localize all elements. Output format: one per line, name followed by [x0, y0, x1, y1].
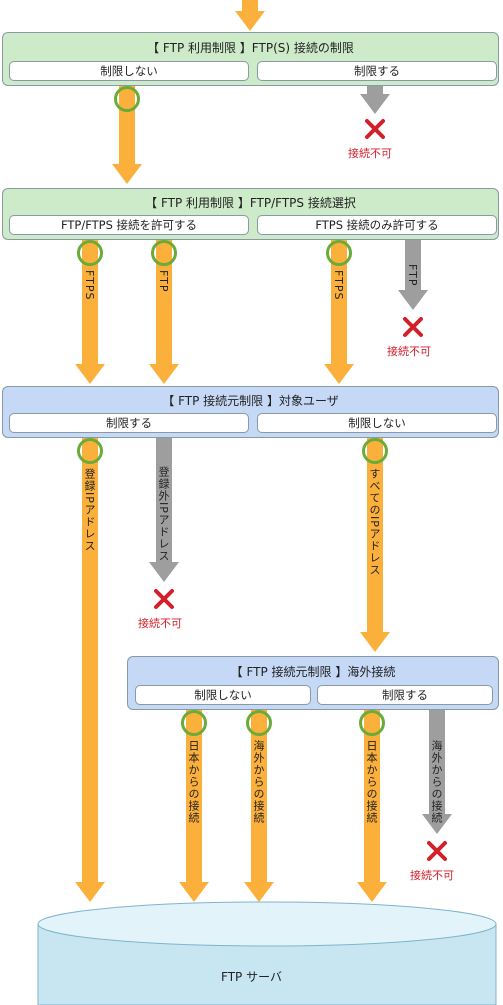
overseas-arrow-shaft: [251, 710, 267, 882]
unregistered-ip-arrow-shaft: [156, 438, 172, 562]
entry-arrow-shaft: [242, 0, 258, 12]
unregistered-ip-label: 登録外IPアドレス: [157, 466, 170, 562]
overseas-label: 海外からの接続: [430, 740, 443, 824]
deny-x-icon: [427, 841, 447, 861]
ftp-arrow-head: [149, 364, 179, 384]
ftp-server-cylinder: [37, 901, 497, 1005]
panel-ftp-usage-restriction: 【 FTP 利用制限 】FTP(S) 接続の制限 制限しない 制限する: [2, 32, 499, 86]
panel-title: 【 FTP 利用制限 】FTP/FTPS 接続選択: [145, 196, 356, 210]
ftps-arrow-shaft: [82, 240, 98, 364]
ftps-only-arrow-head: [324, 364, 354, 384]
overseas-arrow-head: [244, 882, 274, 902]
japan-restrict-arrow-shaft: [364, 710, 380, 882]
registered-ip-label: 登録IPアドレス: [83, 468, 96, 552]
japan-label: 日本からの接続: [187, 740, 200, 824]
registered-ip-arrow-head: [75, 882, 105, 902]
overseas-deny-arrow-head: [422, 814, 452, 834]
option-restrict: 制限する: [317, 685, 493, 705]
ftp-server-label: FTP サーバ: [221, 970, 282, 984]
allow-arrow-head: [112, 164, 142, 184]
allow-circle-icon: [359, 710, 385, 736]
ftp-deny-arrow-shaft: [405, 240, 421, 290]
allow-circle-icon: [114, 86, 140, 112]
deny-x-icon: [365, 119, 385, 139]
allow-circle-icon: [326, 240, 352, 266]
allow-circle-icon: [246, 710, 272, 736]
option-ftps-only: FTPS 接続のみ許可する: [257, 215, 497, 235]
deny-label: 接続不可: [348, 147, 392, 160]
japan-arrow-shaft: [186, 710, 202, 882]
deny-arrow-head: [360, 94, 390, 114]
ftps-only-arrow-shaft: [331, 240, 347, 364]
ftps-label: FTPS: [332, 270, 345, 301]
panel-title: 【 FTP 接続元制限 】対象ユーザ: [162, 394, 339, 408]
allow-circle-icon: [77, 240, 103, 266]
allow-circle-icon: [77, 438, 103, 464]
registered-ip-arrow-shaft: [82, 438, 98, 882]
japan-arrow-head: [179, 882, 209, 902]
option-allow-ftp-ftps: FTP/FTPS 接続を許可する: [9, 215, 249, 235]
panel-source-restriction-overseas: 【 FTP 接続元制限 】海外接続 制限しない 制限する: [127, 656, 499, 710]
deny-label: 接続不可: [387, 345, 431, 358]
panel-title: 【 FTP 接続元制限 】海外接続: [230, 665, 396, 679]
ftps-label: FTPS: [83, 270, 96, 301]
japan-label: 日本からの接続: [365, 740, 378, 824]
ftp-label: FTP: [157, 270, 170, 293]
overseas-deny-arrow-shaft: [429, 710, 445, 814]
ftp-deny-arrow-head: [398, 290, 428, 310]
option-no-restriction: 制限しない: [257, 413, 497, 433]
panel-ftp-ftps-selection: 【 FTP 利用制限 】FTP/FTPS 接続選択 FTP/FTPS 接続を許可…: [2, 188, 499, 240]
ftps-arrow-head: [75, 364, 105, 384]
panel-source-restriction-users: 【 FTP 接続元制限 】対象ユーザ 制限する 制限しない: [2, 386, 499, 438]
deny-x-icon: [154, 589, 174, 609]
option-no-restriction: 制限しない: [9, 61, 249, 81]
overseas-label: 海外からの接続: [252, 740, 265, 824]
option-no-restriction: 制限しない: [135, 685, 311, 705]
option-restrict: 制限する: [257, 61, 497, 81]
allow-circle-icon: [181, 710, 207, 736]
allow-circle-icon: [362, 438, 388, 464]
all-ip-label: すべてのIPアドレス: [368, 468, 381, 576]
deny-label: 接続不可: [138, 617, 182, 630]
ftp-arrow-shaft: [156, 240, 172, 364]
deny-label: 接続不可: [410, 869, 454, 882]
ftp-label: FTP: [406, 264, 419, 287]
japan-restrict-arrow-head: [357, 882, 387, 902]
all-ip-arrow-shaft: [367, 438, 383, 632]
deny-x-icon: [403, 317, 423, 337]
allow-circle-icon: [151, 240, 177, 266]
unregistered-ip-arrow-head: [149, 562, 179, 582]
all-ip-arrow-head: [360, 632, 390, 652]
option-restrict: 制限する: [9, 413, 249, 433]
panel-title: 【 FTP 利用制限 】FTP(S) 接続の制限: [147, 41, 354, 55]
deny-arrow-shaft: [367, 86, 383, 94]
entry-arrow-head: [235, 11, 265, 31]
